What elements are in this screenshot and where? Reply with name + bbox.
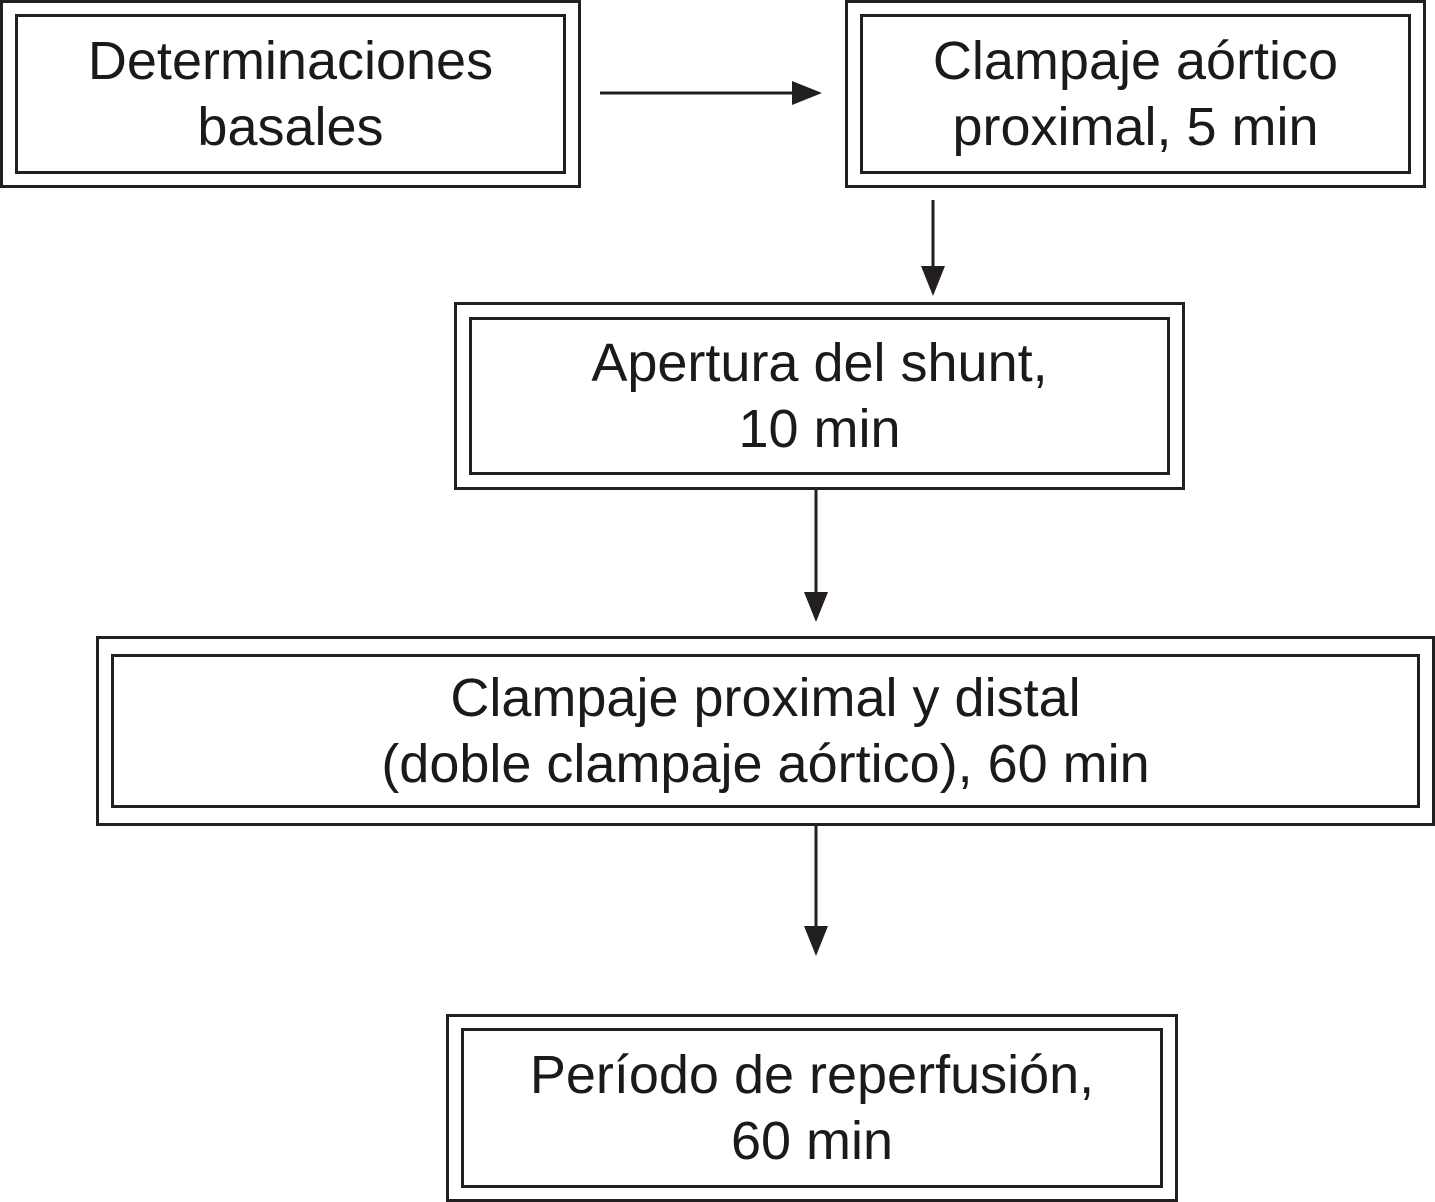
arrow-head bbox=[792, 81, 822, 105]
arrow-head bbox=[921, 266, 945, 296]
node-determinaciones-basales-inner-frame: Determinaciones basales bbox=[15, 14, 566, 174]
node-label-line: basales bbox=[197, 97, 384, 157]
node-label-line: Determinaciones bbox=[87, 31, 494, 91]
node-label-line: 10 min bbox=[738, 399, 901, 459]
node-periodo-reperfusion-inner-frame: Período de reperfusión, 60 min bbox=[461, 1028, 1163, 1188]
node-label-line: Clampaje proximal y distal bbox=[450, 668, 1081, 728]
arrow-apertura-to-clampaje-doble bbox=[804, 490, 828, 622]
node-determinaciones-basales: Determinaciones basales bbox=[0, 0, 581, 188]
arrow-head bbox=[804, 592, 828, 622]
node-label-line: Apertura del shunt, bbox=[591, 333, 1048, 393]
node-apertura-del-shunt-inner-frame: Apertura del shunt, 10 min bbox=[469, 317, 1170, 475]
node-clampaje-aortico-proximal: Clampaje aórtico proximal, 5 min bbox=[845, 0, 1426, 188]
node-label-line: Clampaje aórtico bbox=[932, 31, 1339, 91]
node-clampaje-proximal-distal: Clampaje proximal y distal (doble clampa… bbox=[96, 636, 1435, 826]
arrow-head bbox=[804, 926, 828, 956]
node-periodo-reperfusion: Período de reperfusión, 60 min bbox=[446, 1014, 1178, 1202]
node-label-line: (doble clampaje aórtico), 60 min bbox=[381, 734, 1150, 794]
arrow-clampaje-doble-to-reperfusion bbox=[804, 826, 828, 956]
node-label-line: proximal, 5 min bbox=[952, 97, 1319, 157]
node-label-line: 60 min bbox=[730, 1111, 894, 1171]
node-label-line: Período de reperfusión, bbox=[529, 1045, 1095, 1105]
node-apertura-del-shunt: Apertura del shunt, 10 min bbox=[454, 302, 1185, 490]
arrow-determinaciones-to-clampaje bbox=[600, 81, 822, 105]
node-clampaje-aortico-proximal-inner-frame: Clampaje aórtico proximal, 5 min bbox=[860, 14, 1411, 174]
node-clampaje-proximal-distal-inner-frame: Clampaje proximal y distal (doble clampa… bbox=[111, 654, 1420, 808]
arrow-clampaje-to-apertura bbox=[921, 200, 945, 296]
